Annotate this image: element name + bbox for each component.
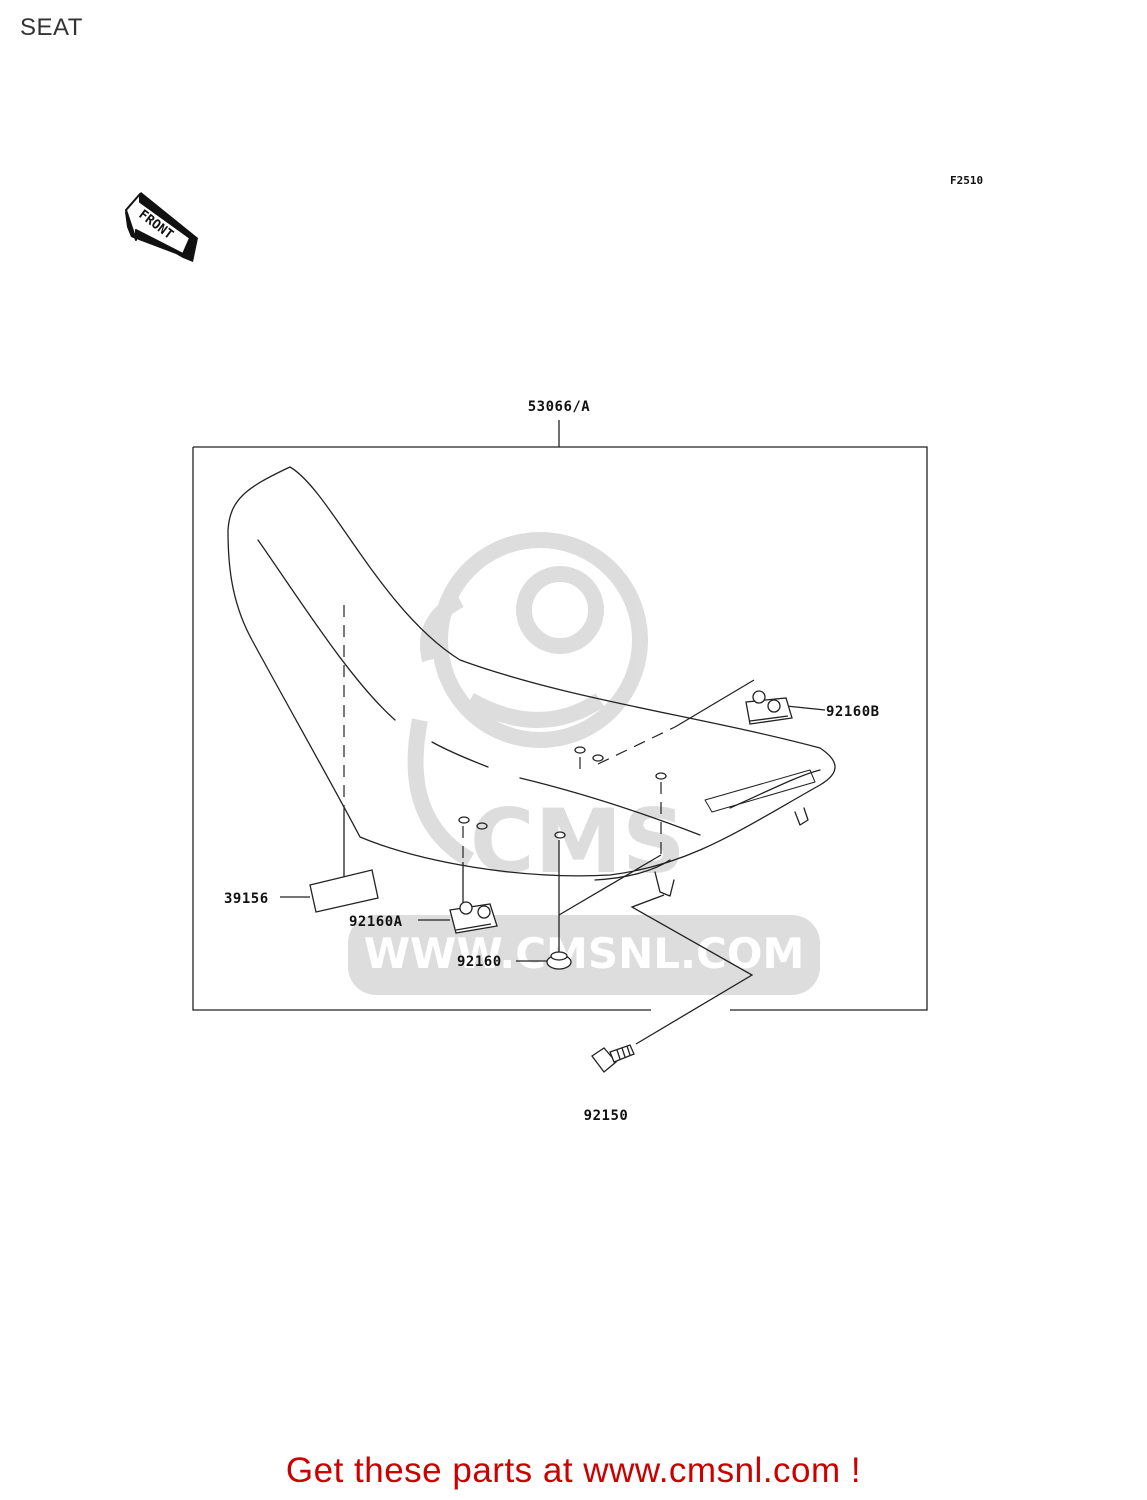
leader-lines	[280, 679, 826, 1045]
page-title: SEAT	[20, 14, 83, 41]
rubber-damper-icon	[449, 901, 498, 934]
watermark: CMS WWW.CMSNL.COM	[348, 532, 820, 995]
figure-ref: F2510	[950, 174, 983, 187]
part-number-92160a[interactable]: 92160A	[349, 914, 403, 930]
grommet-icon	[546, 951, 572, 970]
watermark-mascot-icon	[407, 532, 648, 867]
seat-drawing	[227, 466, 836, 897]
part-number-92160b[interactable]: 92160B	[826, 704, 880, 720]
label-sticker-icon	[309, 869, 379, 913]
part-callouts: 53066/A 92160B 39156 92160A 92160 92150	[224, 399, 880, 1124]
watermark-logo-text: CMS	[470, 790, 686, 893]
part-number-53066a[interactable]: 53066/A	[528, 399, 591, 415]
assembly-frame	[192, 420, 928, 1011]
bolt-icon	[591, 1044, 635, 1073]
alignment-lines	[343, 605, 676, 862]
part-number-92150[interactable]: 92150	[584, 1108, 629, 1124]
promo-link[interactable]: Get these parts at www.cmsnl.com !	[285, 1451, 862, 1490]
watermark-url-text: WWW.CMSNL.COM	[364, 929, 805, 978]
part-number-92160[interactable]: 92160	[457, 954, 502, 970]
part-number-39156[interactable]: 39156	[224, 891, 269, 907]
front-direction-icon: FRONT	[125, 192, 198, 262]
rubber-damper-b-icon	[745, 690, 793, 725]
